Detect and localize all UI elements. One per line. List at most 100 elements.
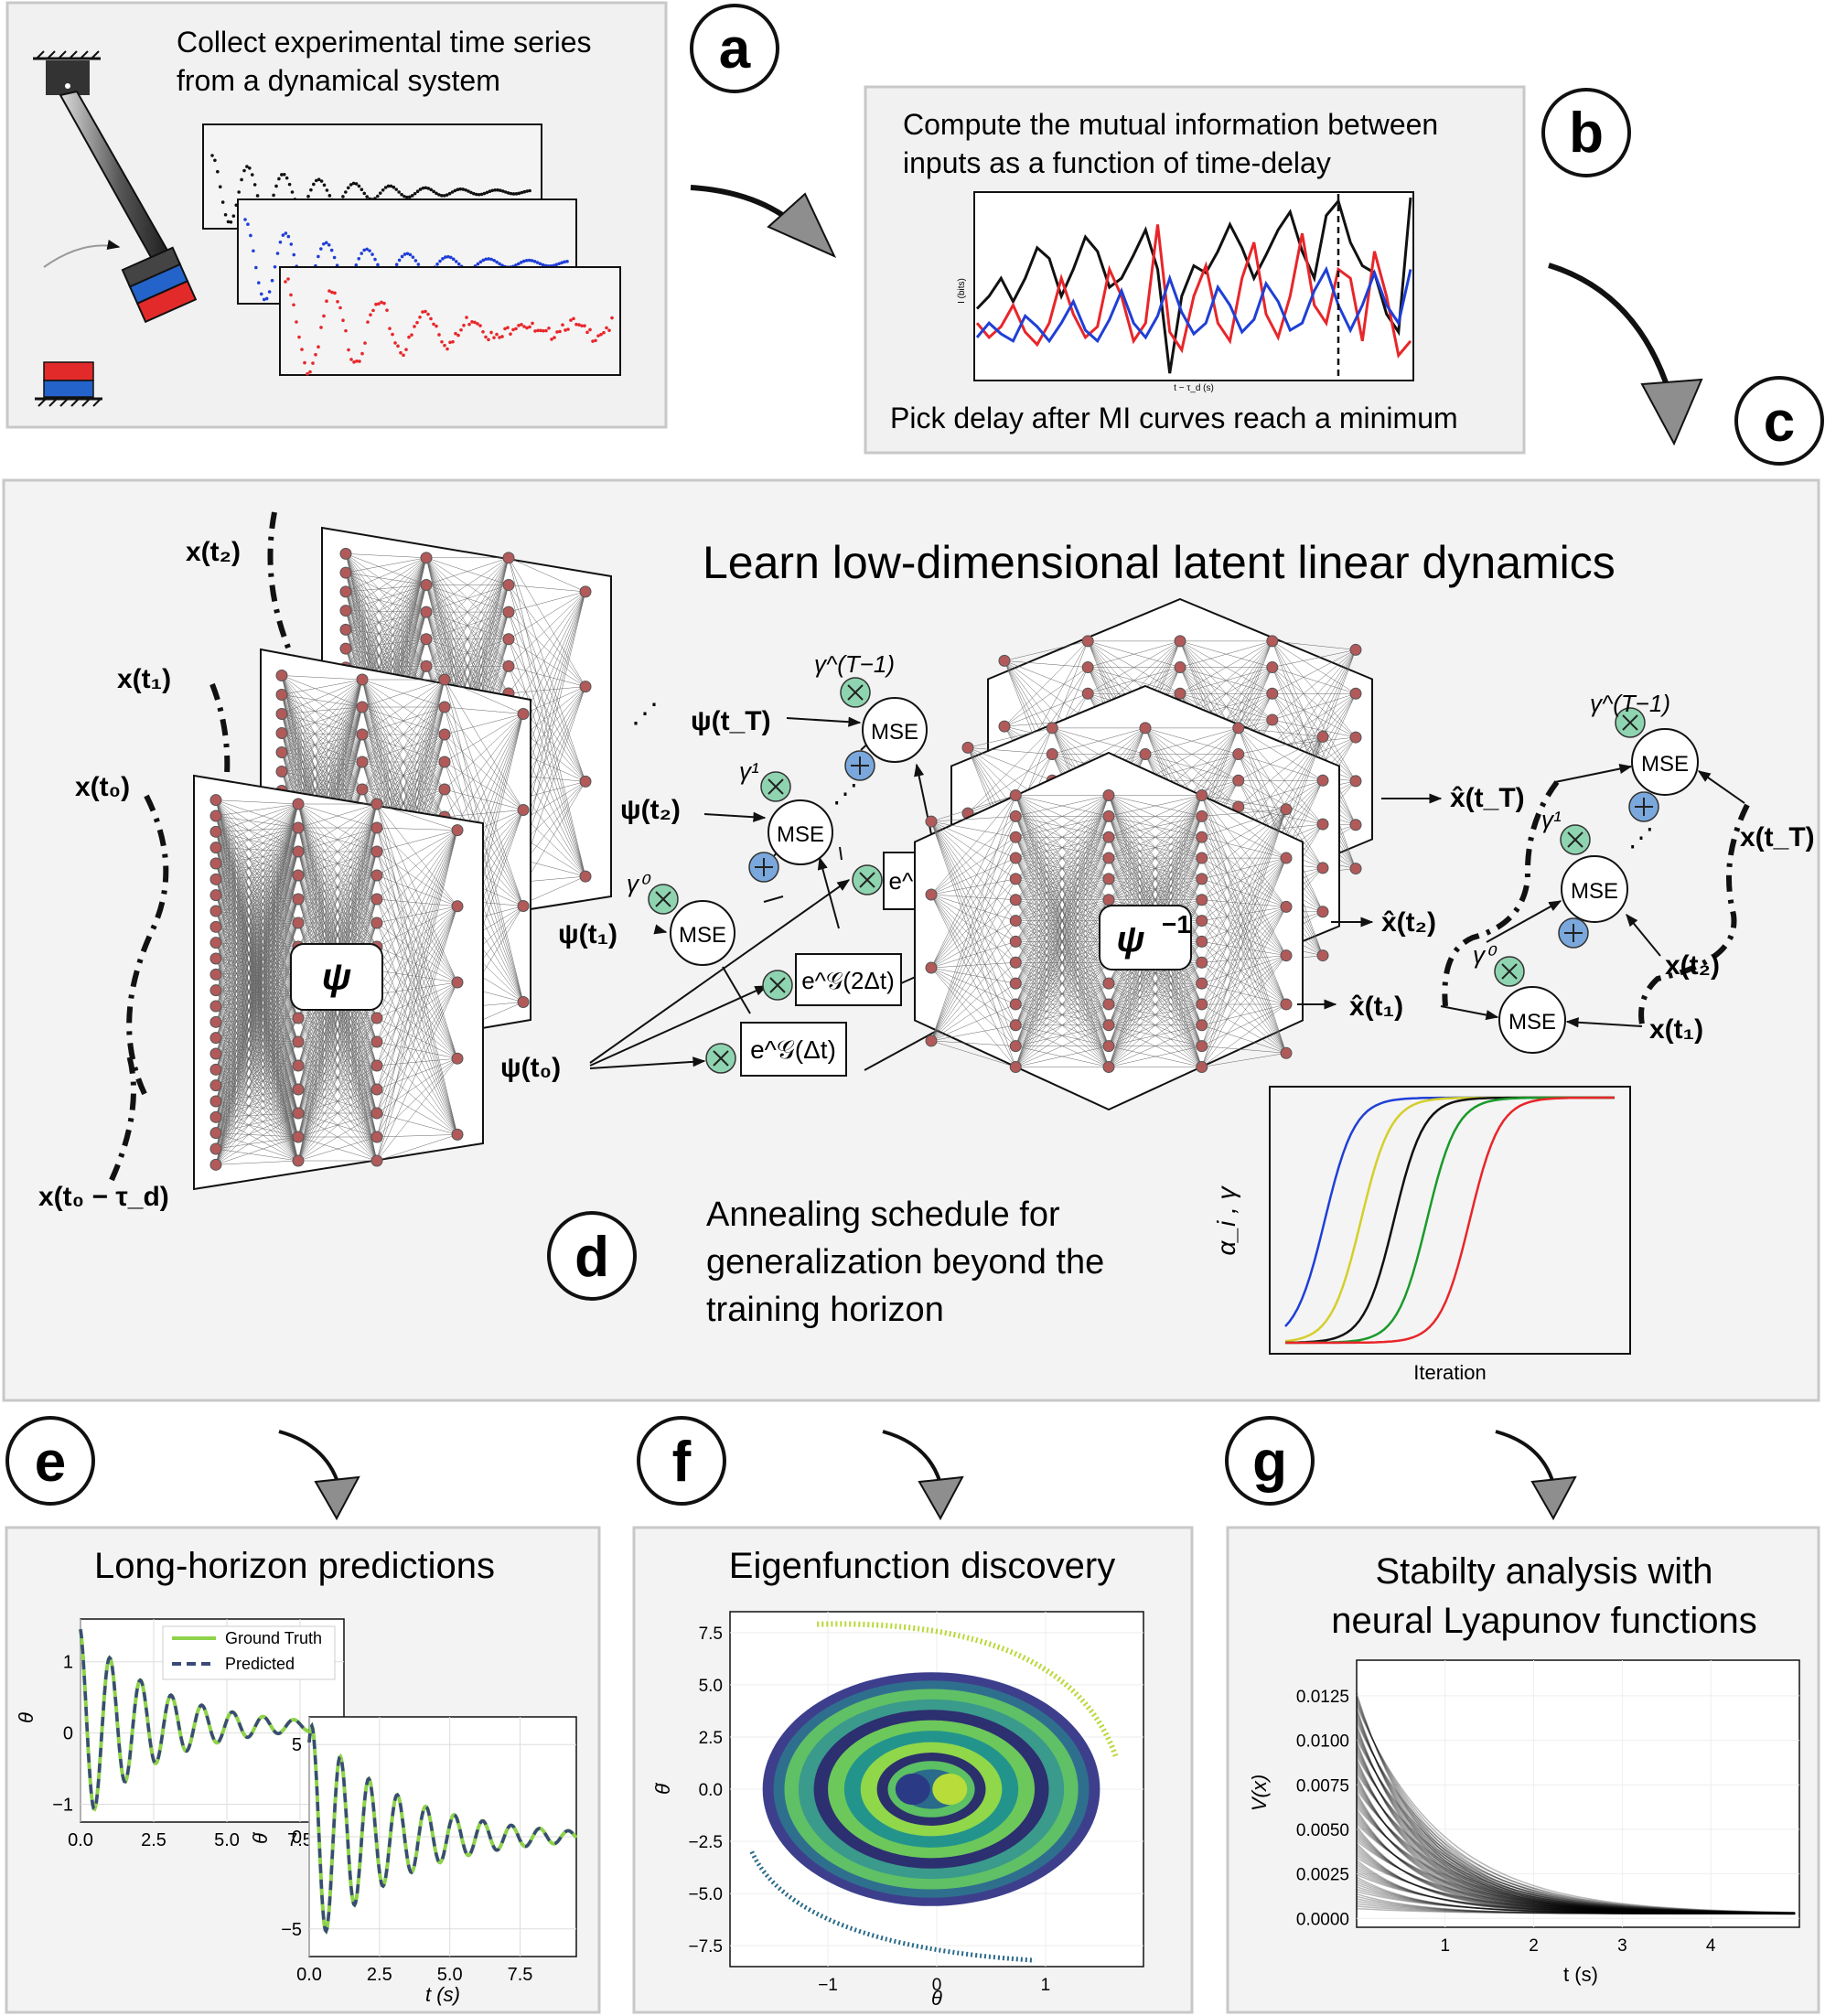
- ts-red-point: [289, 293, 293, 297]
- pivot-block: [46, 60, 90, 95]
- network-node: [1009, 1040, 1022, 1053]
- arrow-b-to-c: [1548, 263, 1672, 394]
- mi-series-line: [975, 197, 1412, 374]
- panel-a-letter: a: [719, 17, 751, 80]
- input-label-t1: x(t₁): [117, 664, 171, 694]
- ts-red-point: [596, 334, 600, 338]
- ts-blue-point: [456, 262, 461, 266]
- lyapunov-trajectory: [1356, 1700, 1796, 1914]
- ts-blue-point: [449, 255, 453, 260]
- network-node: [1046, 748, 1058, 761]
- network-node: [356, 701, 369, 713]
- ts-blue-point: [532, 259, 537, 263]
- lyapunov-trajectory: [1356, 1893, 1796, 1915]
- ts-red-point: [574, 322, 578, 327]
- network-node: [420, 552, 433, 564]
- network-node: [209, 1079, 222, 1092]
- ts-red-point: [336, 299, 339, 304]
- ts-blue-point: [370, 252, 374, 256]
- eigen-ytick: −2.5: [688, 1833, 723, 1852]
- panel-c-title: Learn low-dimensional latent linear dyna…: [703, 537, 1616, 588]
- ts-black-point: [435, 191, 438, 196]
- ts-red-point: [413, 325, 416, 328]
- lyapunov-trajectory: [1356, 1820, 1796, 1914]
- ts-black-point: [218, 185, 222, 189]
- ts-red-point: [352, 360, 356, 364]
- ts-red-point: [437, 333, 441, 337]
- network-node: [1196, 956, 1208, 969]
- ts-blue-point: [252, 249, 255, 253]
- network-node: [209, 794, 222, 807]
- swing-arrow: [43, 240, 121, 268]
- network-node: [438, 783, 451, 796]
- lyapunov-trajectory: [1356, 1782, 1796, 1914]
- panel-g: Stabilty analysis with neural Lyapunov f…: [1226, 1526, 1820, 2014]
- network-node: [1349, 863, 1362, 875]
- ts-black-point: [213, 158, 217, 163]
- ts-blue-point: [481, 258, 486, 263]
- lyapunov-trajectory: [1356, 1823, 1796, 1914]
- multiply-glyph: [768, 778, 784, 795]
- ts-red-point: [489, 330, 493, 335]
- ts-black-point: [493, 188, 497, 192]
- ts-red-point: [435, 324, 438, 328]
- ts-black-point: [464, 188, 467, 192]
- ts-black-point: [410, 194, 414, 198]
- ts-black-point: [450, 190, 455, 194]
- lyapunov-ytick: 0.0000: [1296, 1910, 1349, 1929]
- network-node: [502, 633, 515, 646]
- latent-weighting-ops: [648, 677, 883, 1074]
- lyapunov-ytick: 0.0025: [1296, 1866, 1349, 1885]
- ts-red-point: [577, 323, 581, 327]
- network-node: [1316, 730, 1329, 743]
- output-t2: x̂(t₂): [1381, 907, 1436, 938]
- network-node: [1316, 818, 1329, 831]
- lyapunov-trajectory: [1356, 1832, 1796, 1914]
- network-node: [292, 1059, 305, 1072]
- ts-red-point: [585, 330, 589, 335]
- ts-black-point: [216, 169, 220, 174]
- ts-red-point: [330, 290, 334, 295]
- pendulum-magnet: [121, 246, 198, 324]
- network-node: [579, 681, 592, 693]
- latent-t2: ψ(t₂): [620, 795, 681, 825]
- network-node: [209, 920, 222, 933]
- ts-red-point: [506, 326, 510, 329]
- ts-red-point: [410, 333, 413, 337]
- lyapunov-trajectory: [1356, 1835, 1796, 1914]
- network-node: [1174, 635, 1186, 648]
- network-node: [1009, 810, 1022, 822]
- ts-black-point: [458, 187, 463, 191]
- theta-ytick: 1: [63, 1653, 73, 1673]
- ts-black-point: [506, 191, 510, 195]
- ts-blue-point: [275, 252, 280, 255]
- ts-black-point: [226, 220, 231, 224]
- ts-black-point: [397, 190, 401, 194]
- ts-blue-point: [324, 241, 328, 245]
- ts-blue-point: [376, 263, 380, 267]
- ts-black-point: [255, 194, 260, 198]
- network-node: [209, 968, 222, 981]
- ellipsis-mse: ⋰: [832, 779, 858, 808]
- ts-red-point: [528, 325, 531, 329]
- ts-black-point: [520, 190, 524, 195]
- thetadot-xtick: 7.5: [508, 1965, 533, 1985]
- ts-blue-point: [530, 259, 534, 263]
- ts-blue-point: [514, 263, 518, 267]
- ts-black-point: [426, 187, 431, 190]
- ts-blue-point: [400, 254, 404, 259]
- ts-red-point: [311, 361, 315, 365]
- ts-blue-point: [527, 258, 531, 263]
- ts-black-point: [392, 185, 396, 189]
- ts-red-point: [580, 324, 584, 327]
- ts-red-point: [465, 316, 468, 319]
- ts-black-point: [290, 190, 295, 194]
- input-label-t2: x(t₂): [186, 537, 241, 567]
- ts-black-point: [504, 190, 508, 194]
- ts-blue-point: [270, 278, 274, 283]
- annealing-ylabel: α_i , γ: [1212, 1185, 1240, 1255]
- lyapunov-trajectory: [1356, 1704, 1796, 1914]
- network-node: [1196, 831, 1208, 843]
- ts-blue-point: [416, 263, 421, 266]
- network-node: [1316, 862, 1329, 874]
